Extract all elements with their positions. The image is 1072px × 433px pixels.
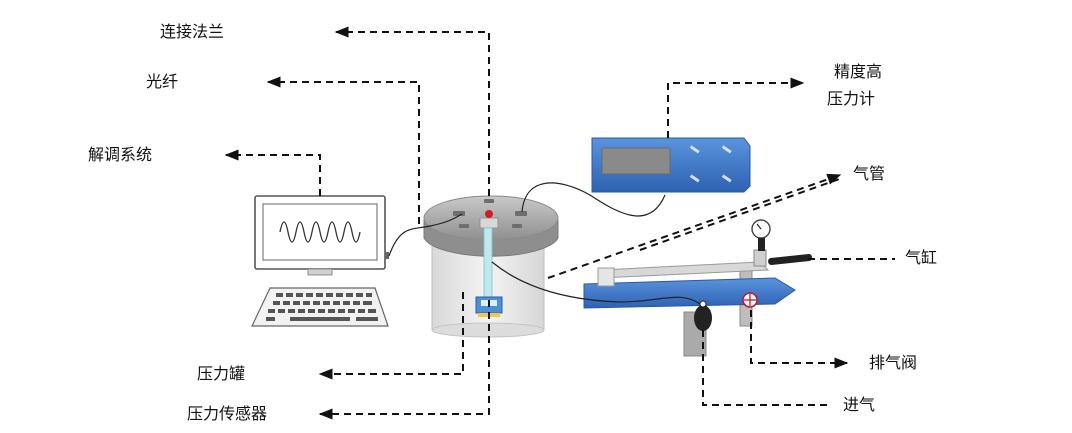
fiber-cable — [388, 213, 463, 257]
leader-gauge — [667, 77, 805, 138]
cylinder-block — [597, 267, 615, 287]
cylinder-handle — [768, 254, 813, 265]
label-demod: 解调系统 — [88, 145, 153, 164]
inlet-connector — [699, 300, 707, 308]
lid-bolts — [453, 199, 527, 228]
gauge-display — [601, 147, 671, 175]
label-flange: 连接法兰 — [160, 22, 225, 41]
pressure-tank-icon — [423, 195, 559, 338]
cylinder-clamp — [753, 249, 767, 267]
label-inlet: 进气 — [843, 395, 876, 414]
label-gas-pipe: 气管 — [853, 164, 886, 183]
leader-fiber — [266, 76, 420, 224]
keyboard-keys — [266, 293, 378, 321]
flange-red-cap — [485, 210, 493, 218]
label-tank: 压力罐 — [197, 364, 246, 383]
gauge-dial-needle — [756, 223, 762, 230]
gauge-buttons — [689, 145, 732, 183]
monitor-port — [385, 252, 389, 259]
air-cylinder-icon — [583, 219, 813, 357]
gauge-dial-stem — [758, 238, 765, 251]
leader-lines — [224, 26, 895, 420]
label-cylinder: 气缸 — [905, 248, 938, 267]
cylinder-platform — [583, 277, 796, 309]
cables — [388, 182, 701, 305]
monitor-stand — [307, 268, 333, 276]
leader-gas-pipe-1 — [547, 173, 842, 279]
leader-tank — [318, 292, 464, 380]
leader-flange — [334, 26, 490, 196]
leader-demod — [224, 149, 321, 196]
flange-fitting — [479, 217, 499, 229]
label-sensor: 压力传感器 — [187, 404, 268, 423]
keyboard-icon — [251, 287, 389, 327]
tank-to-cylinder-cable — [491, 261, 701, 305]
leader-vent-valve — [750, 310, 849, 369]
inlet-bulb — [694, 305, 712, 331]
pressure-gauge-icon — [591, 137, 751, 193]
gauge-cable — [521, 182, 666, 217]
label-vent-valve: 排气阀 — [869, 353, 918, 372]
leader-inlet — [702, 330, 830, 406]
label-fiber: 光纤 — [146, 72, 179, 91]
fiber-rod — [483, 227, 493, 299]
sine-wave-trace — [279, 221, 361, 243]
leader-sensor — [318, 300, 490, 420]
label-gauge-line-2: 压力计 — [827, 89, 876, 108]
computer — [251, 195, 389, 327]
label-gauge-line-1: 精度高 — [834, 62, 883, 81]
